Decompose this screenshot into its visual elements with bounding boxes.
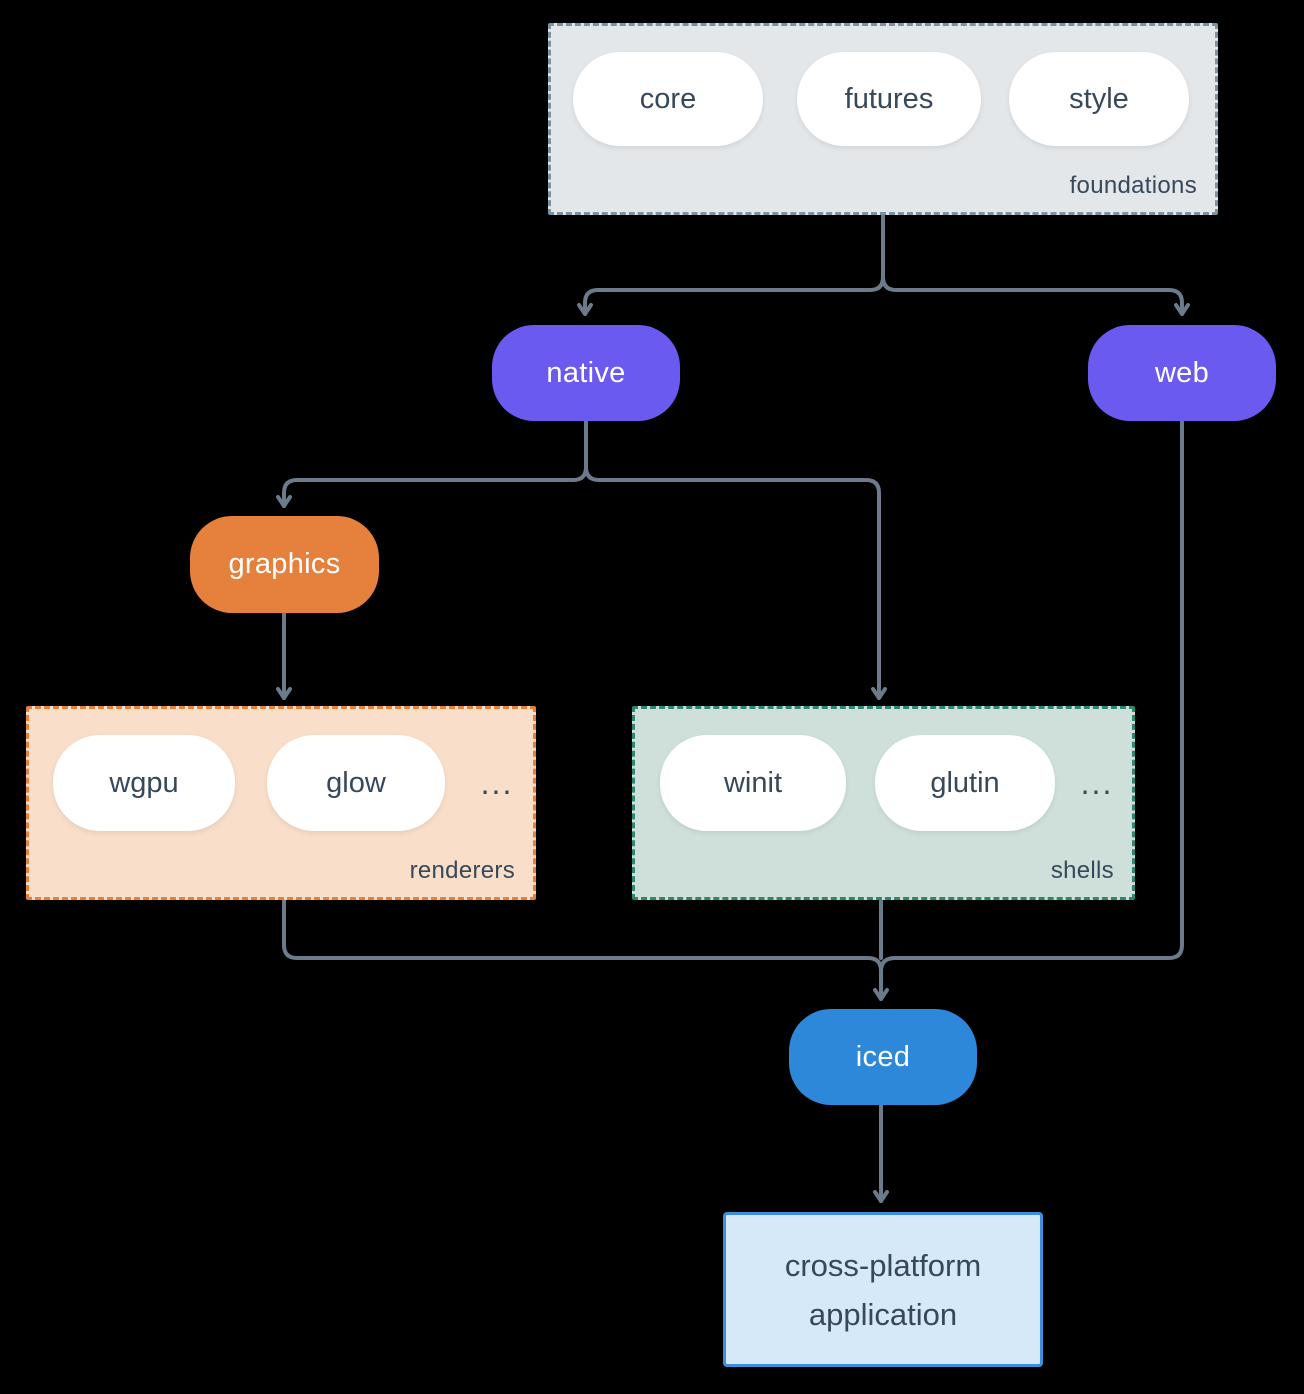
node-futures: futures: [797, 52, 981, 146]
renderers-ellipsis: ...: [480, 764, 514, 801]
node-style: style: [1009, 52, 1189, 146]
node-iced: iced: [789, 1009, 977, 1105]
group-shells: winit glutin ... shells: [632, 706, 1135, 900]
node-iced-label: iced: [855, 1040, 911, 1073]
edge-foundations-native: [577, 275, 885, 316]
node-web-label: web: [1154, 356, 1210, 389]
edge-foundations-web: [881, 275, 1190, 316]
application-label-line1: cross-platform: [784, 1247, 982, 1283]
edge-renderers-merge: [282, 898, 889, 1001]
group-shells-label: shells: [1050, 857, 1114, 884]
node-web: web: [1088, 325, 1276, 421]
node-glutin-label: glutin: [930, 766, 1000, 799]
node-wgpu-label: wgpu: [109, 766, 179, 799]
node-glow-label: glow: [326, 766, 386, 799]
node-cross-platform-application: cross-platform application: [723, 1212, 1043, 1367]
edge-web-merge: [879, 419, 1184, 973]
node-winit: winit: [660, 735, 846, 831]
shells-ellipsis: ...: [1080, 764, 1114, 801]
node-futures-label: futures: [844, 82, 934, 115]
node-glow: glow: [267, 735, 445, 831]
node-style-label: style: [1069, 82, 1129, 115]
edge-native-shells: [584, 465, 887, 700]
node-winit-label: winit: [723, 766, 782, 799]
node-core-label: core: [639, 82, 697, 115]
node-graphics: graphics: [190, 516, 379, 613]
group-renderers-label: renderers: [409, 857, 515, 884]
group-foundations-label: foundations: [1069, 172, 1197, 199]
node-wgpu: wgpu: [53, 735, 235, 831]
application-label-line2: application: [808, 1296, 958, 1332]
group-renderers: wgpu glow ... renderers: [26, 706, 536, 900]
node-core: core: [573, 52, 763, 146]
node-native-label: native: [546, 356, 626, 389]
node-glutin: glutin: [875, 735, 1055, 831]
edge-native-graphics: [276, 465, 588, 508]
group-foundations: core futures style foundations: [548, 23, 1218, 215]
node-graphics-label: graphics: [228, 548, 341, 580]
node-native: native: [492, 325, 680, 421]
